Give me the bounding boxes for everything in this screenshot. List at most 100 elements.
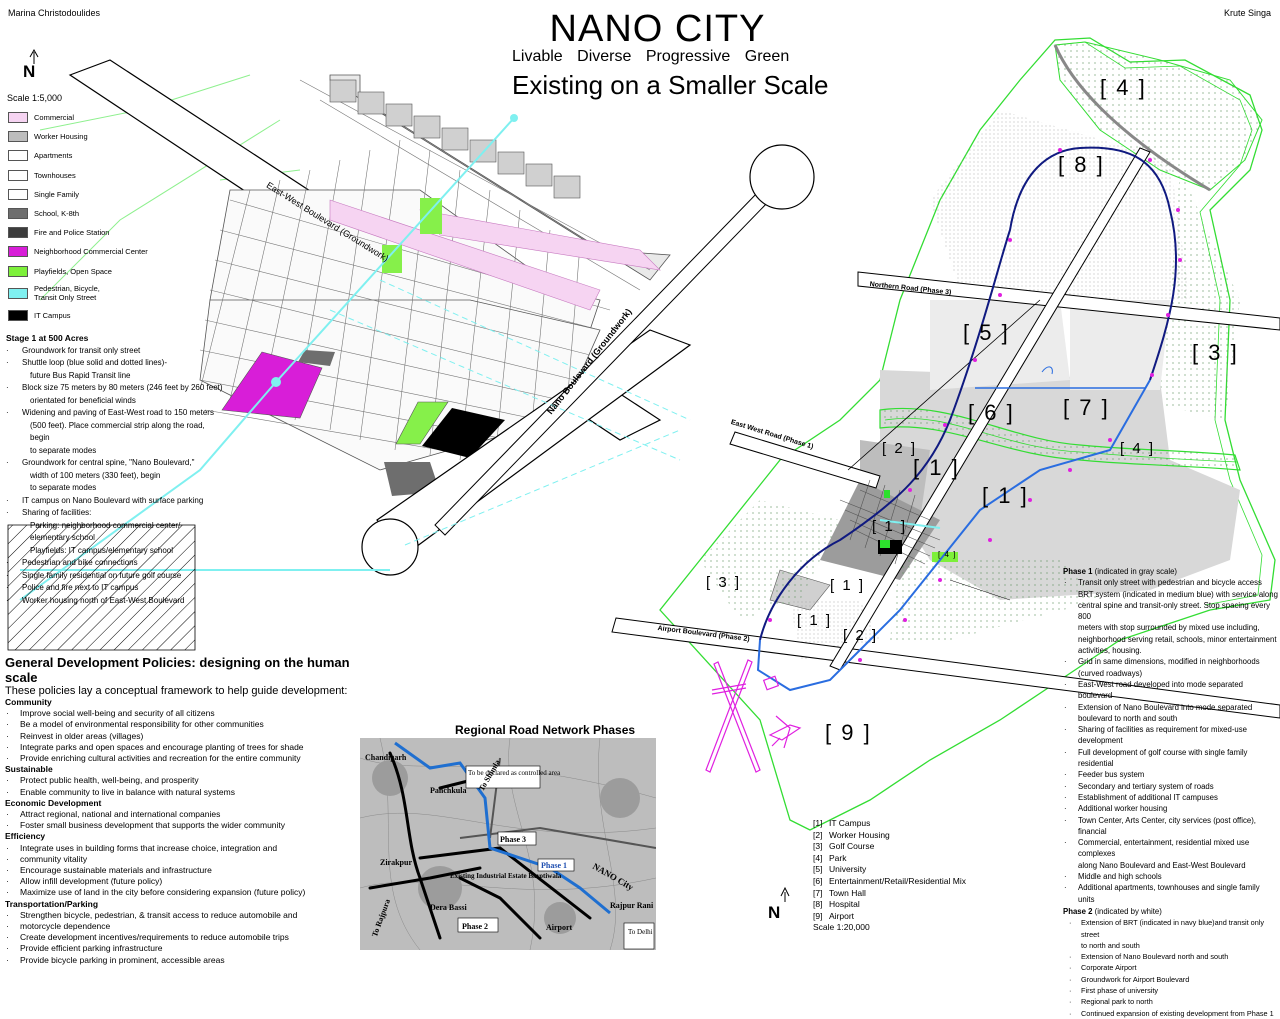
stage1-item: Pedestrian and bike connections: [6, 557, 226, 570]
stage1-list: Groundwork for transit only streetShuttl…: [6, 345, 226, 608]
policy-item: Maximize use of land in the city before …: [5, 887, 355, 898]
policy-item: motorcycle dependence: [5, 921, 355, 932]
zone-key-item: [4]Park: [813, 853, 966, 865]
phase-item: activities, housing.: [1078, 646, 1142, 656]
policy-item: Improve social well-being and security o…: [5, 708, 355, 719]
phase-item: Feeder bus system: [1063, 769, 1278, 781]
zone-key-number: [9]: [813, 910, 823, 921]
zone-label: [ 4 ]: [1120, 440, 1156, 457]
regional-label: Dera Bassi: [430, 903, 467, 912]
page-subtitle: Existing on a Smaller Scale: [512, 70, 829, 100]
phase-item: Groundwork for Airport Boulevard: [1063, 974, 1278, 986]
legend-swatch: [8, 309, 28, 321]
phase-item: Sharing of facilities as requirement for…: [1063, 724, 1278, 747]
stage1-item: Shuttle loop (blue solid and dotted line…: [6, 357, 226, 370]
policies-body: CommunityImprove social well-being and s…: [5, 697, 355, 966]
zone-key-number: [2]: [813, 829, 823, 840]
zone-label: [ 2 ]: [843, 627, 879, 644]
stage1-item: Playfields: IT campus/elementary school: [30, 545, 174, 555]
zone-key-label: Worker Housing: [829, 829, 890, 840]
zone-label: [ 1 ]: [797, 612, 833, 629]
zone-key-label: Town Hall: [829, 887, 866, 898]
legend-swatch: [8, 265, 28, 277]
phase-item: Corporate Airport: [1063, 962, 1278, 974]
phase-item: along Nano Boulevard and East-West Boule…: [1078, 860, 1246, 870]
regional-label: Airport: [546, 923, 573, 932]
zone-key-item: [1]IT Campus: [813, 818, 966, 830]
zone-label: [ 3 ]: [1192, 340, 1239, 365]
zone-label: [ 9 ]: [825, 720, 872, 745]
zone-label: [ 6 ]: [968, 400, 1015, 425]
regional-label: Zirakpur: [380, 858, 412, 867]
legend-item: Apartments: [8, 146, 148, 165]
regional-label: To be declared as controlled area: [468, 769, 561, 777]
zone-key-item: [9] Airport: [813, 911, 966, 923]
policy-section-heading: Transportation/Parking: [5, 898, 99, 909]
zone-key-item: [8]Hospital: [813, 899, 966, 911]
stage1-item: IT campus on Nano Boulevard with surface…: [6, 495, 226, 508]
master-plan-scale: Scale 1:20,000: [813, 922, 870, 933]
zone-label: [ 7 ]: [1063, 395, 1110, 420]
zone-label: [ 4 ]: [1100, 75, 1147, 100]
phase-item: Regional park to north: [1063, 996, 1278, 1008]
legend-swatch: [8, 208, 28, 220]
legend-item: Townhouses: [8, 166, 148, 185]
legend-item: Worker Housing: [8, 127, 148, 146]
stage1-item: (500 feet). Place commercial strip along…: [30, 420, 205, 443]
zone-label: [ 4 ]: [938, 550, 957, 559]
regional-label: Phase 1: [541, 861, 567, 870]
legend-swatch: [8, 287, 28, 299]
zone-label: [ 2 ]: [882, 440, 918, 457]
legend-item: Neighborhood Commercial Center: [8, 242, 148, 261]
legend-item: Pedestrian, Bicycle, Transit Only Street: [8, 281, 148, 306]
stage1-item: Police and fire next to IT campus: [6, 582, 226, 595]
regional-map-title: Regional Road Network Phases: [455, 723, 636, 737]
zone-key-item: [7]Town Hall: [813, 888, 966, 900]
legend-item: School, K-8th: [8, 204, 148, 223]
phase-item: First phase of university: [1063, 985, 1278, 997]
phase-item: Town Center, Arts Center, city services …: [1063, 815, 1278, 838]
zone-key-label: Park: [829, 852, 847, 863]
policy-section-heading: Community: [5, 697, 52, 707]
regional-label: To Delhi: [628, 928, 653, 936]
zone-key-item: [5]University: [813, 864, 966, 876]
zone-key-label: Airport: [829, 910, 855, 921]
stage1-item: orientated for beneficial winds: [30, 395, 136, 405]
phase-item: Extension of BRT (indicated in navy blue…: [1063, 917, 1278, 940]
policy-item: Attract regional, national and internati…: [5, 809, 355, 820]
phase-item: central spine and transit-only street. S…: [1078, 600, 1270, 622]
policy-item: Reinvest in older areas (villages): [5, 731, 355, 742]
phase2-list: Extension of BRT (indicated in navy blue…: [1063, 917, 1278, 1019]
stage1-item: Single family residential on future golf…: [6, 570, 226, 583]
zone-key-item: [3]Golf Course: [813, 841, 966, 853]
phase-item: Extension of Nano Boulevard into mode se…: [1063, 702, 1278, 714]
phase-item: Continued expansion of existing developm…: [1063, 1008, 1278, 1019]
legend: Commercial Worker Housing Apartments Tow…: [8, 108, 148, 325]
phase1-list: Transit only street with pedestrian and …: [1063, 577, 1278, 905]
north-arrow-master-icon: [780, 886, 790, 902]
legend-item: Single Family: [8, 185, 148, 204]
north-label-site: N: [23, 62, 36, 81]
north-label-master: N: [768, 903, 781, 922]
zone-label: [ 5 ]: [963, 320, 1010, 345]
zone-key-number: [8]: [813, 899, 823, 910]
stage1-item: Block size 75 meters by 80 meters (246 f…: [6, 382, 226, 395]
legend-swatch: [8, 169, 28, 181]
zone-key-number: [3]: [813, 841, 823, 852]
zone-key-label: University: [829, 864, 867, 875]
zone-key-number: [1]: [813, 818, 823, 828]
legend-swatch: [8, 112, 28, 124]
policy-item: Allow infill development (future policy): [5, 876, 355, 887]
policy-item: Strengthen bicycle, pedestrian, & transi…: [5, 910, 355, 921]
zone-key-item: [6]Entertainment/Retail/Residential Mix: [813, 876, 966, 888]
phase-item: Grid in same dimensions, modified in nei…: [1063, 656, 1278, 668]
phase-item: meters with stop surrounded by mixed use…: [1078, 623, 1260, 633]
legend-swatch: [8, 131, 28, 143]
legend-item: Commercial: [8, 108, 148, 127]
policy-item: Integrate parks and open spaces and enco…: [5, 742, 355, 753]
phase-item: Transit only street with pedestrian and …: [1063, 577, 1278, 589]
phase-item: boulevard to north and south: [1078, 713, 1178, 723]
legend-swatch: [8, 227, 28, 239]
regional-label: Chandigarh: [365, 753, 407, 762]
policies-intro: These policies lay a conceptual framewor…: [5, 685, 348, 697]
